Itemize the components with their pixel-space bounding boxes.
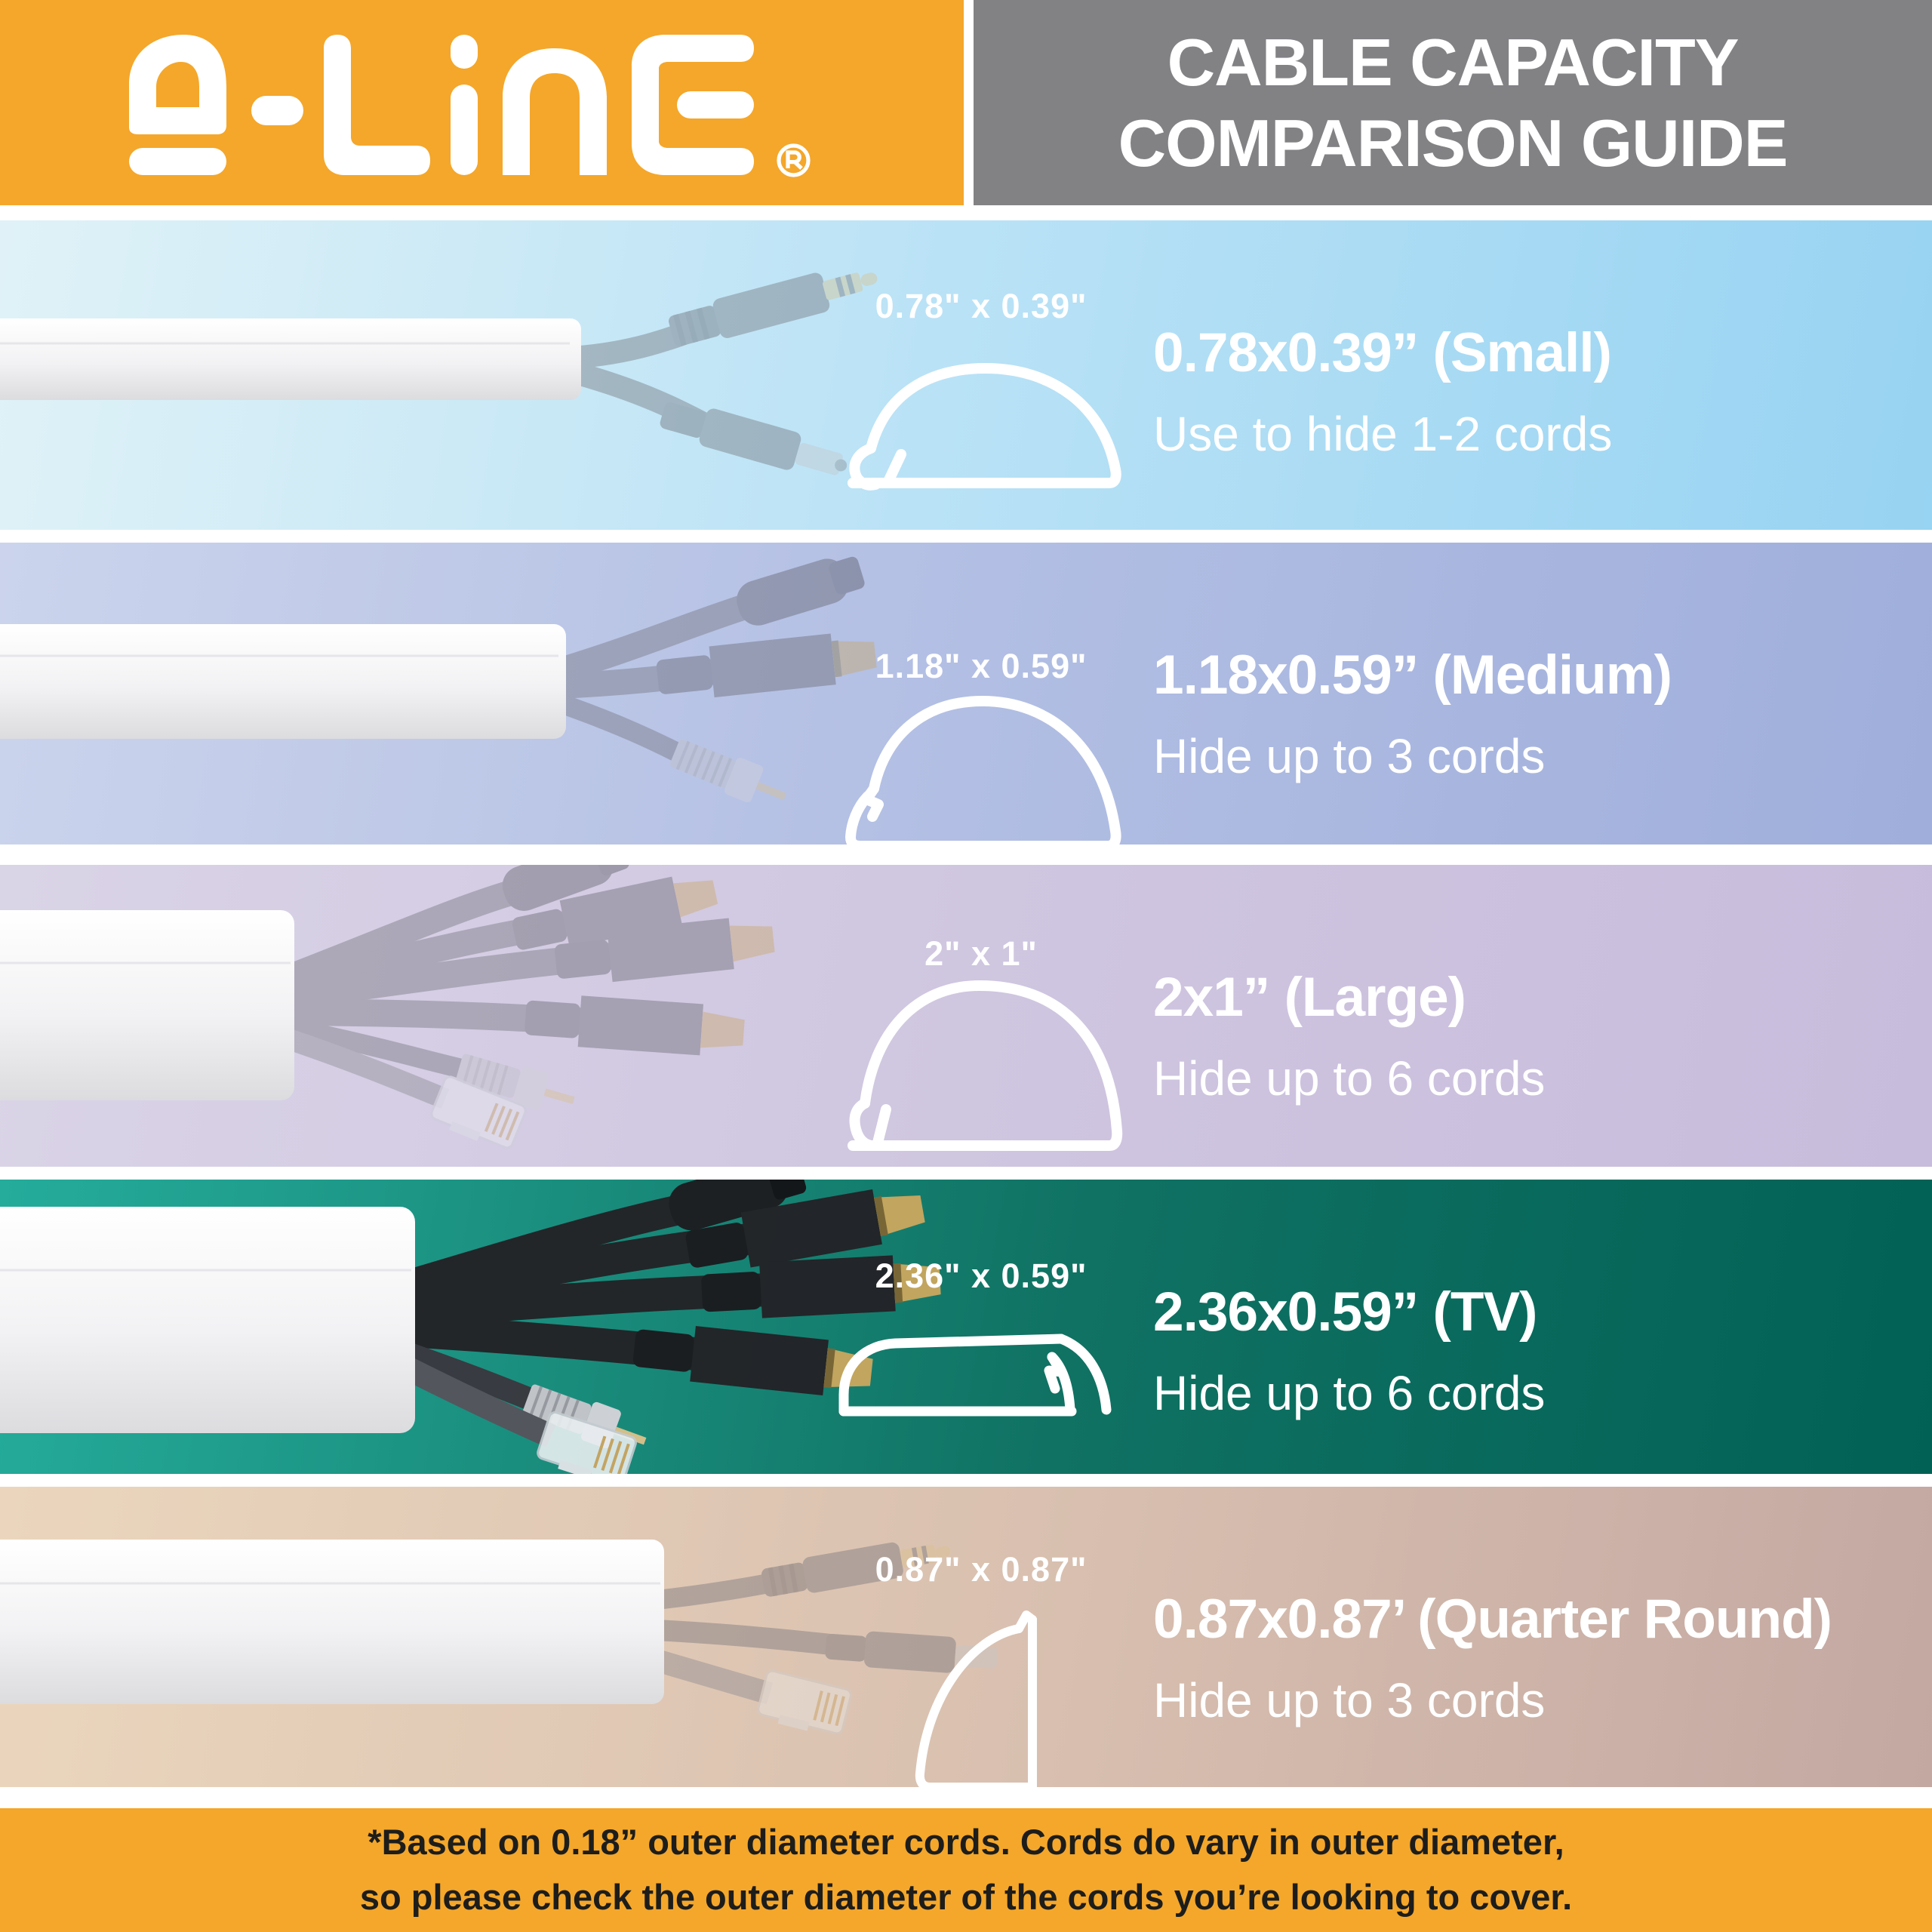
dimension-label: 0.87" x 0.87" [875,1550,1088,1589]
brand-panel [0,0,964,205]
registered-mark-icon [777,143,811,177]
header-title-line1: CABLE CAPACITY [1167,24,1740,100]
product-photo-small [0,272,878,475]
product-photo-quarter-round [0,1540,998,1735]
row-quarter-round: 0.87" x 0.87" 0.87x0.87’ (Quarter Round)… [0,1487,1932,1792]
row-title: 0.87x0.87’ (Quarter Round) [1153,1589,1832,1650]
row-subtitle: Hide up to 6 cords [1153,1366,1546,1421]
row-copy: 0.87x0.87’ (Quarter Round) Hide up to 3 … [1153,1589,1832,1728]
profile-icon-quarter-round [915,1611,1037,1792]
row-subtitle: Hide up to 6 cords [1153,1051,1546,1106]
footer-note-line2: so please check the outer diameter of th… [359,1877,1573,1917]
header-title-line2: COMPARISON GUIDE [1118,106,1789,180]
profile-icon-small [848,363,1121,491]
row-title: 2x1” (Large) [1153,967,1466,1028]
row-copy: 0.78x0.39” (Small) Use to hide 1-2 cords [1153,322,1613,462]
product-photo-tv [0,1180,941,1474]
row-subtitle: Hide up to 3 cords [1153,729,1546,784]
row-copy: 2x1” (Large) Hide up to 6 cords [1153,967,1546,1106]
dimension-label: 2.36" x 0.59" [875,1257,1088,1295]
row-large: 2" x 1" 2x1” (Large) Hide up to 6 cords [0,865,1932,1167]
profile-icon-tv [838,1334,1112,1417]
row-tv: 2.36" x 0.59" 2.36x0.59” (TV) Hide up to… [0,1180,1932,1474]
dimension-label: 2" x 1" [924,934,1038,973]
row-title: 1.18x0.59” (Medium) [1153,645,1672,706]
row-copy: 1.18x0.59” (Medium) Hide up to 3 cords [1153,645,1672,784]
row-small: 0.78" x 0.39" 0.78x0.39” (Small) Use to … [0,220,1932,530]
dimension-label: 1.18" x 0.59" [875,647,1088,685]
dimension-label: 0.78" x 0.39" [875,287,1088,325]
row-subtitle: Use to hide 1-2 cords [1153,407,1613,462]
row-medium: 1.18" x 0.59" 1.18x0.59” (Medium) Hide u… [0,543,1932,851]
profile-icon-large [848,980,1123,1151]
row-title: 2.36x0.59” (TV) [1153,1281,1537,1343]
header-title-panel: CABLE CAPACITY COMPARISON GUIDE [974,0,1932,205]
footer-note: *Based on 0.18” outer diameter cords. Co… [0,1808,1932,1932]
row-subtitle: Hide up to 3 cords [1153,1673,1546,1728]
product-photo-large [0,865,775,1149]
product-photo-medium [0,556,877,803]
footer-note-line1: *Based on 0.18” outer diameter cords. Co… [368,1822,1564,1863]
profile-icon-medium [845,696,1121,851]
dline-logo [129,35,811,177]
row-title: 0.78x0.39” (Small) [1153,322,1612,383]
row-copy: 2.36x0.59” (TV) Hide up to 6 cords [1153,1281,1546,1421]
